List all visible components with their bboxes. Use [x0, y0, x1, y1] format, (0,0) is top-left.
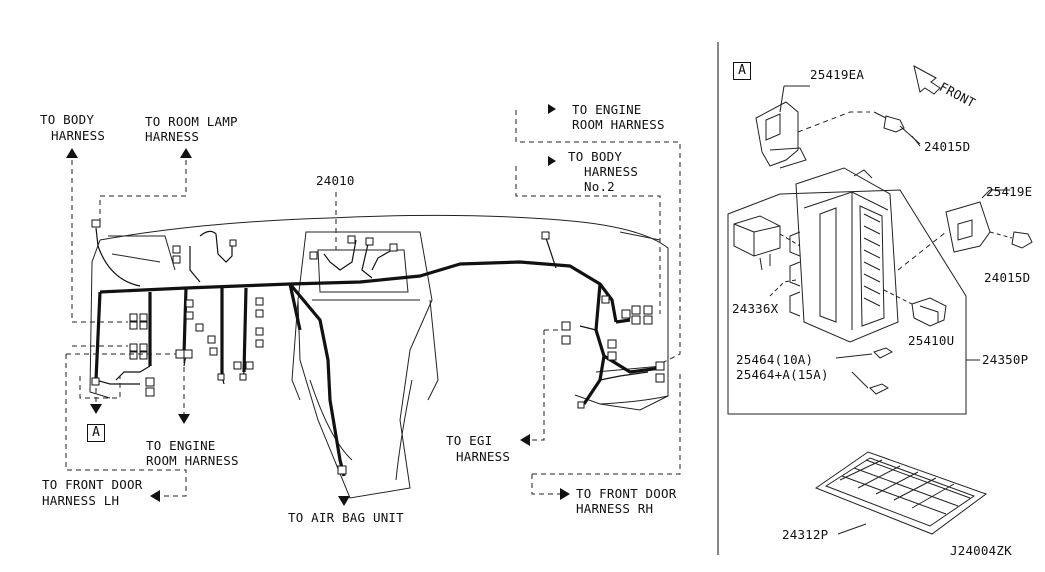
fuse-15a [869, 383, 889, 395]
callout-to-front-door-lh-line1: TO FRONT DOOR [42, 477, 143, 492]
callout-to-front-door-rh-line1: TO FRONT DOOR [576, 486, 677, 501]
detail-ref-box-left: A [87, 424, 105, 442]
callout-to-engine-room-top-line2: ROOM HARNESS [572, 117, 665, 132]
part-bracket-upper: 25419EA [810, 67, 865, 82]
center-console [297, 231, 433, 499]
bolt-right [1011, 231, 1033, 249]
diagram-id: J24004ZK [950, 543, 1012, 558]
callout-to-front-door-lh-line2: HARNESS LH [42, 493, 120, 508]
leader-lines [65, 110, 681, 497]
callout-to-body-harness-no2-line2: HARNESS [584, 164, 639, 179]
relay [733, 215, 781, 257]
callout-to-room-lamp-line2: HARNESS [145, 129, 200, 144]
arrowheads [66, 104, 570, 506]
part-connector: 25410U [908, 333, 955, 348]
callout-to-egi-line1: TO EGI [446, 433, 493, 448]
connectors [91, 219, 665, 475]
part-fuse-label-sheet: 24312P [782, 527, 829, 542]
main-harness [94, 260, 661, 477]
callout-to-egi-line2: HARNESS [456, 449, 511, 464]
callout-to-body-harness-line1: TO BODY [40, 112, 95, 127]
bolt-upper [883, 115, 905, 133]
part-fuse-10a: 25464(10A) [736, 352, 814, 367]
part-main-harness: 24010 [316, 173, 355, 188]
callout-to-front-door-rh-line2: HARNESS RH [576, 501, 654, 516]
fuse-label-sheet [814, 451, 988, 535]
callout-to-body-harness-no2-line1: TO BODY [568, 149, 623, 164]
front-arrow [913, 65, 941, 95]
connector-25410U [911, 297, 947, 327]
callout-to-engine-room-left-line1: TO ENGINE [146, 438, 216, 453]
detail-ref-box-right: A [733, 62, 751, 80]
callout-to-engine-room-top-line1: TO ENGINE [572, 102, 642, 117]
callout-to-body-harness-line2: HARNESS [51, 128, 106, 143]
bracket-right [945, 201, 991, 253]
part-fuse-15a: 25464+A(15A) [736, 367, 829, 382]
callout-to-room-lamp-line1: TO ROOM LAMP [145, 114, 238, 129]
fuse-block [795, 167, 899, 343]
part-bolt-upper: 24015D [924, 139, 971, 154]
part-bolt-right: 24015D [984, 270, 1031, 285]
part-relay: 24336X [732, 301, 779, 316]
part-fuse-block: 24350P [982, 352, 1029, 367]
callout-to-engine-room-left-line2: ROOM HARNESS [146, 453, 239, 468]
bracket-upper [755, 101, 799, 167]
part-bracket-right: 25419E [986, 184, 1033, 199]
fuse-10a [873, 347, 893, 359]
callout-to-body-harness-no2-line3: No.2 [584, 179, 615, 194]
callout-to-air-bag-unit: TO AIR BAG UNIT [288, 510, 404, 525]
